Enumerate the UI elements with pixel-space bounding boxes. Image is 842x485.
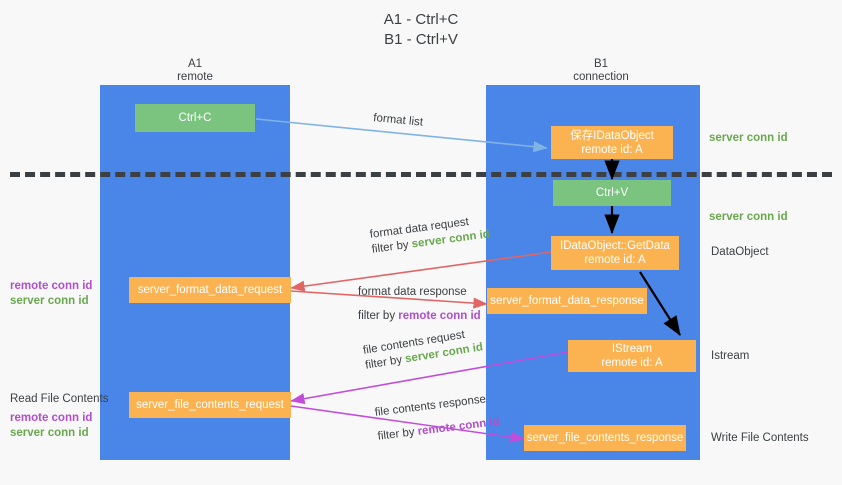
annotation-server-conn-id-top: server conn id <box>709 132 788 144</box>
edge-label-file-contents-request: file contents request filter by server c… <box>362 325 484 373</box>
node-ctrl-c[interactable]: Ctrl+C <box>135 104 255 132</box>
node-server-file-contents-response-label: server_file_contents_response <box>526 432 684 444</box>
filter-prefix: filter by <box>358 310 399 322</box>
node-server-format-data-response-label: server_format_data_response <box>490 295 644 307</box>
diagram-title: A1 - Ctrl+C B1 - Ctrl+V <box>0 10 842 50</box>
edge-label-file-contents-response-filter: filter by remote conn id <box>377 415 501 445</box>
node-istream[interactable]: IStream remote id: A <box>568 340 696 372</box>
filter-value-remote-conn-id: remote conn id <box>398 310 481 322</box>
edge-label-format-data-request: format data request filter by server con… <box>369 212 491 257</box>
node-server-file-contents-request[interactable]: server_file_contents_request <box>129 392 291 418</box>
node-ctrl-c-label: Ctrl+C <box>178 112 212 124</box>
node-getdata-line2: remote id: A <box>584 254 646 266</box>
node-server-format-data-request[interactable]: server_format_data_request <box>129 277 291 303</box>
annotation-dataobject: DataObject <box>711 246 769 258</box>
column-header-right: B1 connection <box>521 58 681 84</box>
column-right-name: B1 <box>593 58 609 70</box>
node-getdata-line1: IDataObject::GetData <box>560 240 670 252</box>
annotation-server-conn-id-mid: server conn id <box>709 211 788 223</box>
node-ctrl-v[interactable]: Ctrl+V <box>553 180 671 206</box>
node-save-idataobject-line2: remote id: A <box>581 143 643 156</box>
node-save-idataobject[interactable]: 保存IDataObject remote id: A <box>551 126 673 159</box>
annotation-istream: Istream <box>711 350 750 362</box>
column-left-name: A1 <box>187 58 203 70</box>
edge-label-format-data-response: format data response filter by remote co… <box>358 285 481 324</box>
annotation-read-file-contents: Read File Contents <box>10 393 109 405</box>
node-server-file-contents-request-label: server_file_contents_request <box>136 399 284 411</box>
edge-label-format-data-response-line1: format data response <box>358 286 467 298</box>
edge-label-file-contents-response: file contents response filter by remote … <box>374 391 501 445</box>
clipboard-boundary-divider <box>10 172 832 177</box>
node-server-format-data-response[interactable]: server_format_data_response <box>487 288 647 314</box>
title-line-2: B1 - Ctrl+V <box>384 31 458 48</box>
node-getdata[interactable]: IDataObject::GetData remote id: A <box>551 236 679 270</box>
annotation-remote-conn-id-1: remote conn id <box>10 280 93 292</box>
annotation-remote-conn-id-2: remote conn id <box>10 412 93 424</box>
node-server-file-contents-response[interactable]: server_file_contents_response <box>524 425 686 451</box>
node-server-format-data-request-label: server_format_data_request <box>137 284 283 296</box>
filter-prefix: filter by <box>371 238 413 256</box>
node-istream-line1: IStream <box>611 343 653 355</box>
node-ctrl-v-label: Ctrl+V <box>595 187 629 199</box>
node-save-idataobject-line1: 保存IDataObject <box>570 129 654 142</box>
node-istream-line2: remote id: A <box>601 357 663 369</box>
filter-prefix: filter by <box>377 425 419 443</box>
annotation-server-conn-id-1: server conn id <box>10 295 89 307</box>
edge-label-format-data-response-filter: filter by remote conn id <box>358 309 481 324</box>
title-line-1: A1 - Ctrl+C <box>383 11 459 28</box>
edge-label-format-list: format list <box>373 111 424 131</box>
column-header-left: A1 remote <box>115 58 275 84</box>
column-left-role: remote <box>177 71 213 83</box>
column-right-role: connection <box>573 71 629 83</box>
annotation-server-conn-id-2: server conn id <box>10 427 89 439</box>
edge-label-format-list-text: format list <box>372 111 424 129</box>
annotation-write-file-contents: Write File Contents <box>711 432 809 444</box>
